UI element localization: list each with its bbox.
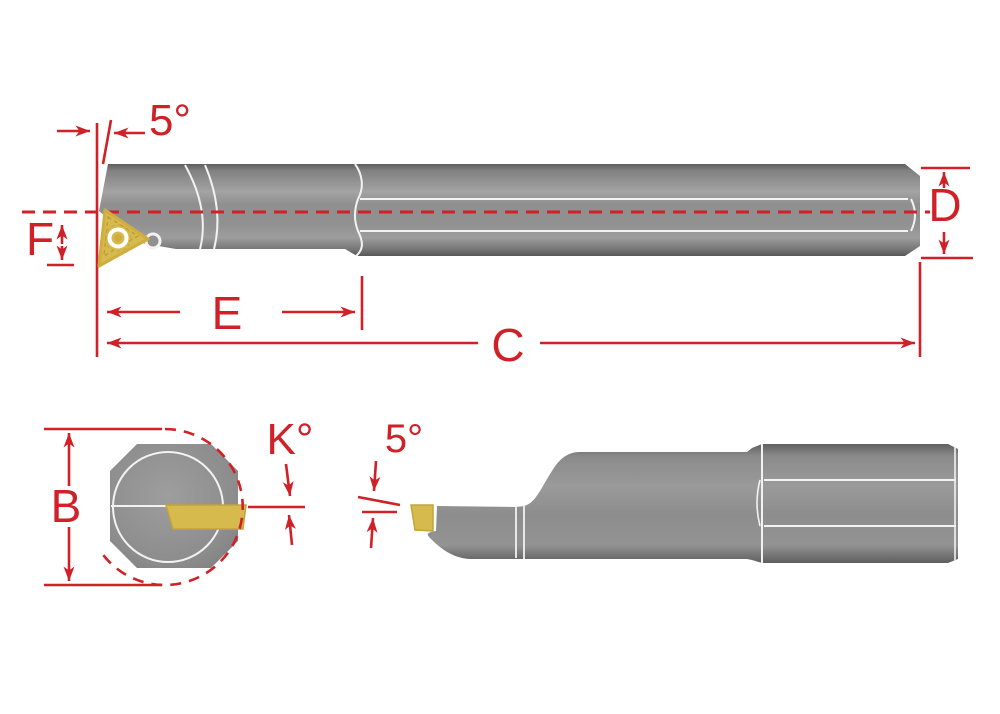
dimension-E (107, 276, 364, 330)
end-view-insert (165, 504, 247, 530)
label-head-length-E: E (211, 287, 243, 339)
clearance-arrow-down-icon (369, 460, 381, 492)
lead-angle-line (101, 119, 113, 165)
dimension-D (921, 166, 973, 260)
plan-view-body (427, 444, 958, 563)
label-inclination-angle-K: K° (266, 415, 314, 464)
screw-hole-dashed-circle (104, 224, 132, 252)
label-nose-height-F: F (25, 213, 55, 265)
dimension-end-clearance (357, 460, 401, 549)
dimension-F (47, 225, 74, 267)
k-arrow-up-icon (284, 514, 296, 546)
label-overall-length-C: C (491, 319, 525, 371)
side-view-insert (97, 208, 150, 268)
head-transition-arc-2 (204, 164, 219, 250)
clearance-arrow-up-icon (366, 517, 378, 549)
screw-center (114, 234, 122, 242)
dimension-C (107, 262, 922, 357)
label-lead-angle: 5° (148, 96, 192, 145)
label-shank-diameter-D: D (928, 179, 962, 231)
plan-transition-arc (756, 479, 761, 527)
dimension-K (248, 463, 305, 546)
k-arrow-down-icon (282, 463, 294, 497)
clamp-pin (144, 232, 162, 250)
cutting-diameter-dashed-circle (99, 427, 245, 587)
shank-transition-line (354, 163, 363, 257)
plan-view (357, 444, 958, 563)
screw-hole (107, 227, 129, 249)
end-view (44, 427, 305, 587)
head-transition-arc-1 (184, 164, 204, 250)
lead-angle-dimension (57, 119, 145, 357)
label-end-clearance-angle: 5° (384, 417, 424, 461)
label-cutting-diameter-B: B (50, 480, 82, 532)
plan-view-insert (410, 504, 434, 532)
shank-end-arc (910, 198, 916, 232)
dimension-B (44, 427, 162, 587)
side-view (22, 119, 973, 357)
clearance-angle-line (357, 495, 401, 507)
side-view-body (99, 164, 920, 256)
